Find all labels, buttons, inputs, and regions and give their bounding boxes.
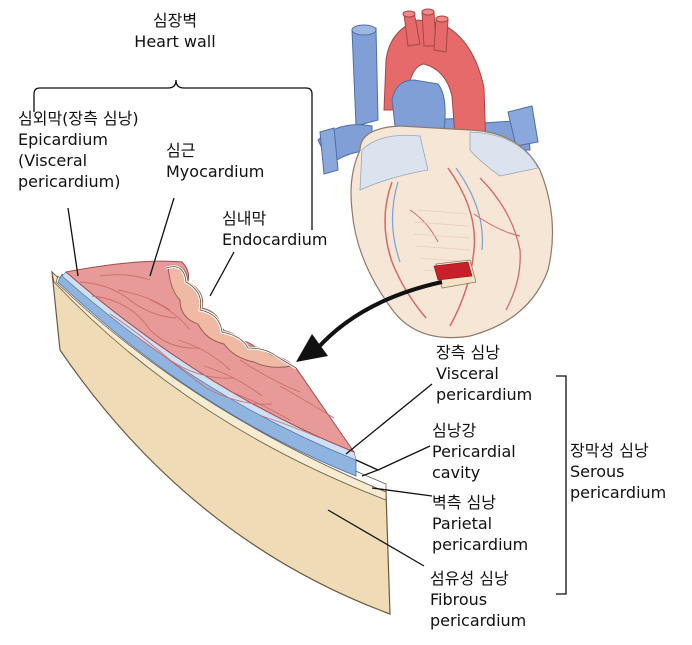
visceral-en-2: pericardium <box>436 384 532 405</box>
serous-ko: 장막성 심낭 <box>570 440 666 461</box>
cavity-en-2: cavity <box>432 462 516 483</box>
heart-drawing <box>318 9 553 338</box>
label-fibrous: 섬유성 심낭 Fibrous pericardium <box>430 568 526 631</box>
label-serous: 장막성 심낭 Serous pericardium <box>570 440 666 503</box>
label-epicardium: 심외막(장측 심낭) Epicardium (Visceral pericard… <box>18 108 139 192</box>
zoom-arrowhead <box>296 334 328 362</box>
label-parietal: 벽측 심낭 Parietal pericardium <box>432 492 528 555</box>
label-endocardium: 심내막 Endocardium <box>222 208 327 250</box>
cavity-en-1: Pericardial <box>432 441 516 462</box>
myocardium-en: Myocardium <box>166 161 264 182</box>
serous-en-2: pericardium <box>570 482 666 503</box>
label-visceral: 장측 심낭 Visceral pericardium <box>436 342 532 405</box>
parietal-ko: 벽측 심낭 <box>432 492 528 513</box>
label-myocardium: 심근 Myocardium <box>166 140 264 182</box>
myocardium-ko: 심근 <box>166 140 264 161</box>
fibrous-ko: 섬유성 심낭 <box>430 568 526 589</box>
serous-en-1: Serous <box>570 461 666 482</box>
endocardium-en: Endocardium <box>222 229 327 250</box>
parietal-en-1: Parietal <box>432 513 528 534</box>
label-heart-wall: 심장벽 Heart wall <box>130 10 220 52</box>
epicardium-en-2: (Visceral <box>18 150 139 171</box>
endocardium-ko: 심내막 <box>222 208 327 229</box>
fibrous-en-1: Fibrous <box>430 589 526 610</box>
cavity-ko: 심낭강 <box>432 420 516 441</box>
heart-wall-en: Heart wall <box>130 31 220 52</box>
visceral-en-1: Visceral <box>436 363 532 384</box>
epicardium-en-1: Epicardium <box>18 129 139 150</box>
epicardium-ko: 심외막(장측 심낭) <box>18 108 139 129</box>
wall-section <box>52 261 390 614</box>
visceral-ko: 장측 심낭 <box>436 342 532 363</box>
fibrous-en-2: pericardium <box>430 610 526 631</box>
heart-wall-ko: 심장벽 <box>130 10 220 31</box>
epicardium-en-3: pericardium) <box>18 171 139 192</box>
label-pericardial-cavity: 심낭강 Pericardial cavity <box>432 420 516 483</box>
parietal-en-2: pericardium <box>432 534 528 555</box>
